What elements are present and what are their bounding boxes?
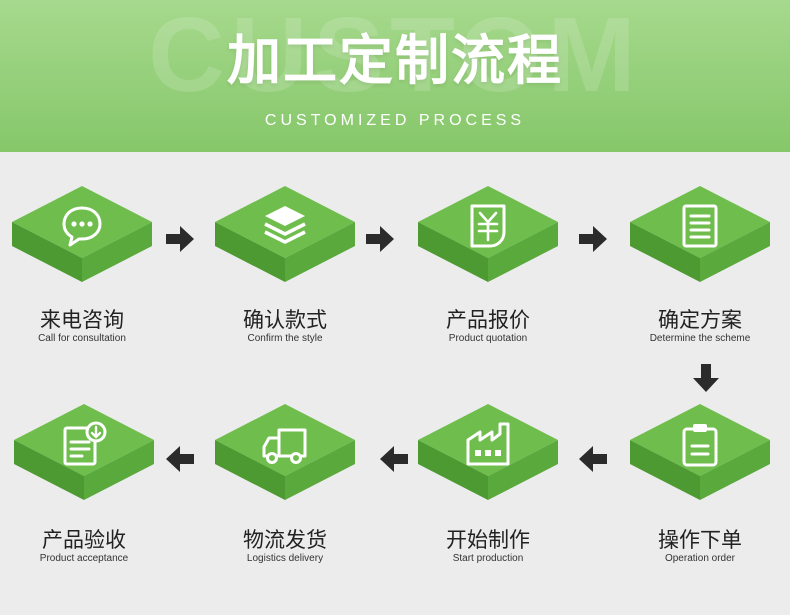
step-6-tile <box>418 404 558 500</box>
step-1-title: 来电咨询 <box>40 308 124 332</box>
step-6-title: 开始制作 <box>446 528 530 552</box>
arrow-right-icon <box>164 223 196 255</box>
step-7-subtitle: Logistics delivery <box>246 553 324 564</box>
step-4-label: 确定方案 Determine the scheme <box>610 308 790 344</box>
arrow-down-icon <box>690 362 722 394</box>
header-banner: CUSTOM 加工定制流程 CUSTOMIZED PROCESS <box>0 0 790 152</box>
step-2-title: 确认款式 <box>243 308 327 332</box>
document-lines-icon <box>682 204 718 248</box>
step-1-subtitle: Call for consultation <box>38 333 126 344</box>
arrow-right-icon <box>577 223 609 255</box>
yuan-document-icon <box>470 204 506 248</box>
step-3-tile <box>418 186 558 282</box>
step-7-label: 物流发货 Logistics delivery <box>195 528 375 564</box>
step-3-label: 产品报价 Product quotation <box>398 308 578 344</box>
truck-icon <box>262 428 307 464</box>
arrow-left-icon <box>577 443 609 475</box>
step-7-tile <box>215 404 355 500</box>
step-8-label: 产品验收 Product acceptance <box>0 528 174 564</box>
step-1-label: 来电咨询 Call for consultation <box>0 308 172 344</box>
document-download-icon <box>63 421 107 466</box>
chat-bubble-icon <box>62 206 102 247</box>
step-5-subtitle: Operation order <box>664 553 736 564</box>
step-3-title: 产品报价 <box>446 308 530 332</box>
step-8-title: 产品验收 <box>42 528 126 552</box>
step-7-title: 物流发货 <box>243 528 327 552</box>
step-4-title: 确定方案 <box>658 308 742 332</box>
step-5-title: 操作下单 <box>658 528 742 552</box>
factory-icon <box>466 422 510 466</box>
page-subtitle: CUSTOMIZED PROCESS <box>264 112 526 129</box>
step-5-tile <box>630 404 770 500</box>
page-title: 加工定制流程 <box>227 29 563 92</box>
step-8-tile <box>14 404 154 500</box>
header-watermark: CUSTOM <box>148 0 642 114</box>
step-2-tile <box>215 186 355 282</box>
arrow-left-icon <box>164 443 196 475</box>
step-2-label: 确认款式 Confirm the style <box>195 308 375 344</box>
step-8-subtitle: Product acceptance <box>39 553 129 564</box>
clipboard-icon <box>682 424 718 467</box>
step-6-subtitle: Start production <box>452 553 524 564</box>
step-4-tile <box>630 186 770 282</box>
step-2-subtitle: Confirm the style <box>247 333 323 344</box>
step-5-label: 操作下单 Operation order <box>610 528 790 564</box>
step-3-subtitle: Product quotation <box>448 333 528 344</box>
layers-icon <box>264 206 306 244</box>
arrow-right-icon <box>364 223 396 255</box>
step-6-label: 开始制作 Start production <box>398 528 578 564</box>
step-4-subtitle: Determine the scheme <box>649 333 751 344</box>
arrow-left-icon <box>378 443 410 475</box>
step-1-tile <box>12 186 152 282</box>
